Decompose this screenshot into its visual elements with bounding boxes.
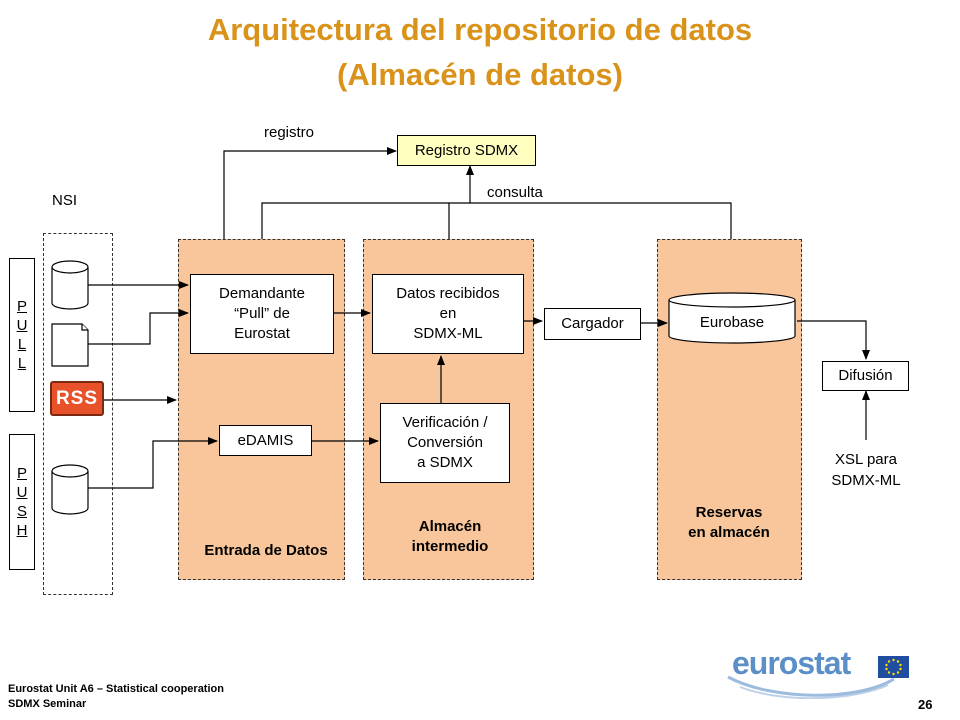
zone-label-reservas-line2: en almacén <box>688 524 770 541</box>
pull-letter: L <box>17 355 27 372</box>
line-consulta <box>261 202 732 239</box>
xsl-line2: SDMX-ML <box>831 472 901 489</box>
eurostat-logo-text: eurostat <box>732 645 851 681</box>
xsl-label: XSL para SDMX-ML <box>812 449 920 491</box>
eu-flag-icon <box>878 656 909 678</box>
zone-label-almacen-line2: intermedio <box>411 538 489 555</box>
demandante-line3: Eurostat <box>234 325 290 342</box>
database-icon-top <box>51 464 89 478</box>
zone-label-almacen-line1: Almacén <box>418 518 482 535</box>
eurostat-logo <box>727 656 909 699</box>
demandante-pull-box: Demandante “Pull” de Eurostat <box>190 274 334 354</box>
registro-label: registro <box>264 124 315 141</box>
verificacion-line1: Verificación / <box>402 414 488 431</box>
logo-swoosh <box>739 684 889 699</box>
consulta-label: consulta <box>487 184 543 201</box>
eurobase-cylinder-top <box>668 292 796 308</box>
file-icon <box>51 323 89 367</box>
file-icon-fold <box>81 324 88 331</box>
demandante-line2: “Pull” de <box>234 305 290 322</box>
nsi-label: NSI <box>52 192 78 209</box>
footer-line2: SDMX Seminar <box>8 698 87 710</box>
arrow-registro <box>223 147 397 239</box>
edamis-box: eDAMIS <box>219 425 312 456</box>
push-letter: U <box>16 484 28 501</box>
arrow-eurobase-difusion <box>797 320 870 360</box>
zone-label-almacen-intermedio: Almacén intermedio <box>370 517 530 557</box>
pull-label: P U L L <box>9 258 35 412</box>
rss-icon: RSS <box>50 381 104 416</box>
datos-line3: SDMX-ML <box>413 325 483 342</box>
database-icon-top <box>51 260 89 274</box>
registro-sdmx-box: Registro SDMX <box>397 135 536 166</box>
demandante-line1: Demandante <box>219 285 305 302</box>
eurobase-label: Eurobase <box>699 314 765 331</box>
cargador-box: Cargador <box>544 308 641 340</box>
difusion-box: Difusión <box>822 361 909 391</box>
page-number: 26 <box>918 697 933 712</box>
push-label: P U S H <box>9 434 35 570</box>
xsl-line1: XSL para <box>835 451 897 468</box>
datos-line2: en <box>439 305 457 322</box>
nsi-group <box>43 233 113 595</box>
zone-label-reservas: Reservas en almacén <box>655 503 803 543</box>
eu-stars <box>885 658 902 676</box>
verificacion-line3: a SDMX <box>417 454 473 471</box>
datos-recibidos-box: Datos recibidos en SDMX-ML <box>372 274 524 354</box>
footer-line1: Eurostat Unit A6 – Statistical cooperati… <box>8 683 224 695</box>
push-letter: H <box>16 522 28 539</box>
page-subtitle: (Almacén de datos) <box>337 57 623 92</box>
database-icon-body <box>51 471 89 515</box>
pull-letter: L <box>17 336 27 353</box>
database-icon-body <box>51 267 89 310</box>
arrow-file <box>87 309 189 345</box>
eurobase-cylinder-body <box>668 300 796 344</box>
logo-swoosh <box>727 675 895 697</box>
push-letter: S <box>16 503 27 520</box>
zone-label-entrada: Entrada de Datos <box>204 542 328 559</box>
datos-line1: Datos recibidos <box>396 285 500 302</box>
zone-label-reservas-line1: Reservas <box>695 504 763 521</box>
arrow-db2 <box>87 437 218 489</box>
verificacion-line2: Conversión <box>407 434 483 451</box>
push-letter: P <box>16 465 27 482</box>
pull-letter: P <box>16 298 27 315</box>
verificacion-conversion-box: Verificación / Conversión a SDMX <box>380 403 510 483</box>
pull-letter: U <box>16 317 28 334</box>
page-title: Arquitectura del repositorio de datos <box>207 12 753 47</box>
